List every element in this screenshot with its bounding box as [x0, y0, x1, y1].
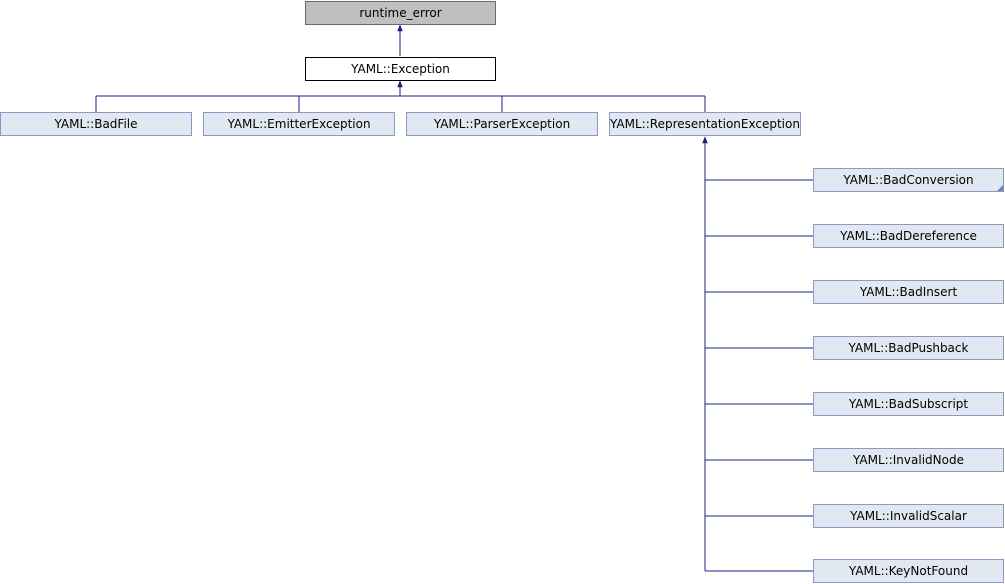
class-node-runtime-error: runtime_error: [305, 1, 496, 25]
more-subclasses-fold-icon: [997, 185, 1003, 191]
class-node-bad-dereference[interactable]: YAML::BadDereference: [813, 224, 1004, 248]
class-node-emitter-exception[interactable]: YAML::EmitterException: [203, 112, 395, 136]
class-node-invalid-node[interactable]: YAML::InvalidNode: [813, 448, 1004, 472]
class-node-bad-conversion[interactable]: YAML::BadConversion: [813, 168, 1004, 192]
class-node-bad-pushback[interactable]: YAML::BadPushback: [813, 336, 1004, 360]
class-label-bad-conversion: YAML::BadConversion: [843, 173, 974, 187]
class-node-key-not-found[interactable]: YAML::KeyNotFound: [813, 559, 1004, 583]
class-node-parser-exception[interactable]: YAML::ParserException: [406, 112, 598, 136]
class-node-invalid-scalar[interactable]: YAML::InvalidScalar: [813, 504, 1004, 528]
class-node-bad-insert[interactable]: YAML::BadInsert: [813, 280, 1004, 304]
class-node-yaml-exception: YAML::Exception: [305, 57, 496, 81]
class-node-bad-file[interactable]: YAML::BadFile: [0, 112, 192, 136]
class-node-bad-subscript[interactable]: YAML::BadSubscript: [813, 392, 1004, 416]
class-node-representation-exception[interactable]: YAML::RepresentationException: [609, 112, 801, 136]
